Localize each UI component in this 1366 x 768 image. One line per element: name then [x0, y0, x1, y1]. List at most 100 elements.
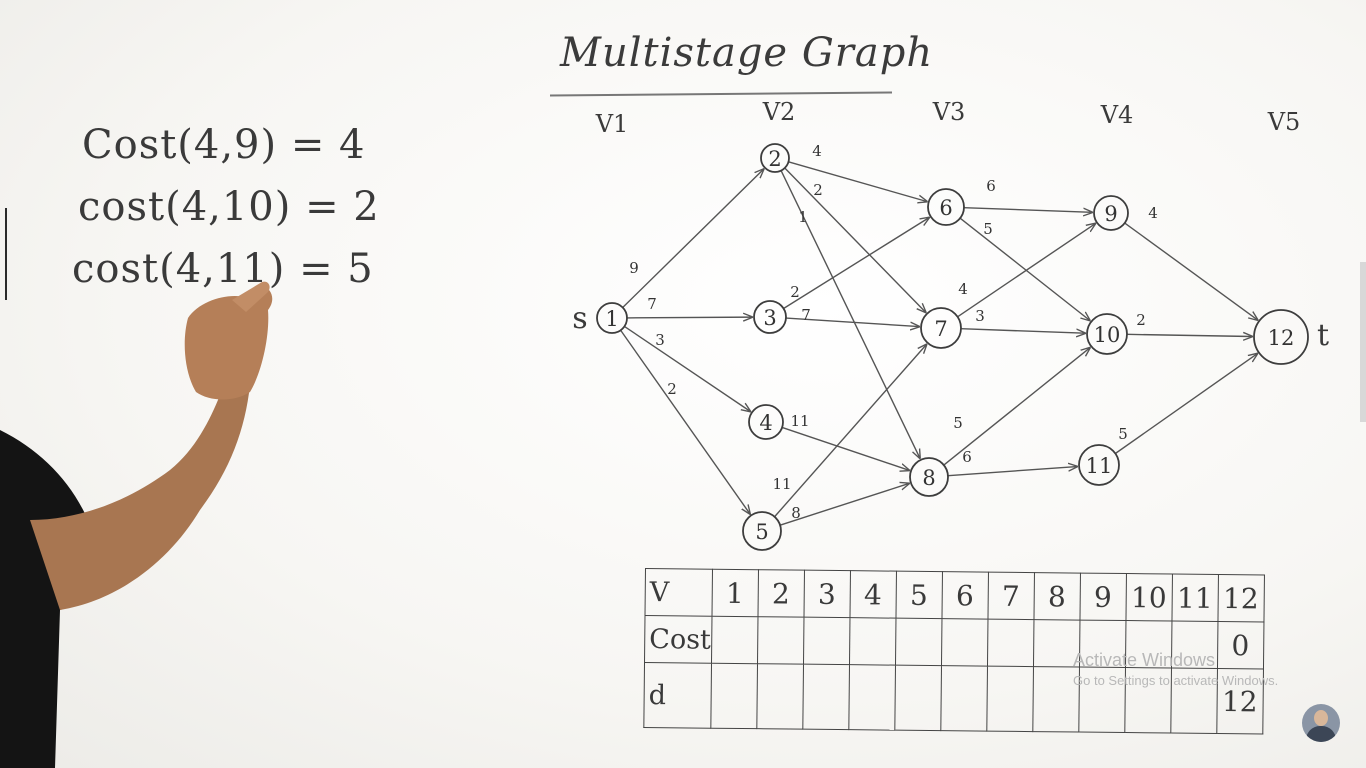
- watermark-subtitle: Go to Settings to activate Windows.: [1073, 673, 1279, 688]
- graph-node: 9: [1093, 195, 1129, 231]
- graph-node: 12: [1253, 309, 1309, 365]
- source-label: s: [572, 301, 587, 336]
- board-edge-mark: [5, 208, 7, 300]
- edge-weight: 6: [986, 177, 996, 195]
- edge-weight: 2: [790, 283, 800, 301]
- edge-line: [957, 224, 1096, 318]
- edge-line: [1126, 334, 1252, 336]
- node-circle: [1093, 195, 1129, 231]
- table-d-cell: [802, 664, 850, 730]
- table-header-cell: 11: [1171, 574, 1219, 622]
- edge-weight: 11: [790, 412, 809, 430]
- edge-weight: 3: [655, 331, 665, 349]
- cost-line: cost(4,11) = 5: [72, 246, 374, 292]
- table-cost-cell: [849, 617, 896, 666]
- node-label: 5: [755, 520, 768, 544]
- table-row-label-d: d: [643, 662, 712, 729]
- page-title: Multistage Graph: [560, 30, 934, 76]
- edge-line: [1114, 354, 1257, 455]
- edge-weight: 5: [983, 220, 993, 238]
- edge-line: [774, 345, 927, 518]
- table-d-cell: [710, 663, 758, 729]
- graph-edge: 6: [947, 448, 1077, 477]
- edge-weight: 4: [1148, 204, 1158, 222]
- edge-weight: 5: [953, 414, 963, 432]
- edge-weight: 11: [772, 475, 791, 493]
- graph-edge: 3: [624, 325, 750, 411]
- graph-node: 2: [760, 143, 790, 173]
- node-circle: [1253, 309, 1309, 365]
- graph-edge: 2: [620, 329, 750, 514]
- edge-weight: 2: [667, 380, 677, 398]
- table-header-cell: 8: [1033, 572, 1081, 621]
- table-header-cell: 5: [895, 571, 943, 619]
- graph-edge: 7: [626, 295, 752, 318]
- graph-edge: 2: [783, 218, 929, 310]
- edge-line: [785, 317, 919, 327]
- stage-label: V5: [1267, 108, 1301, 136]
- table-header-cell: 10: [1125, 573, 1173, 622]
- node-circle: [1078, 444, 1120, 486]
- avatar: [1302, 704, 1340, 742]
- table-d-cell: [894, 665, 942, 731]
- edge-line: [947, 467, 1077, 477]
- cost-line: cost(4,10) = 2: [78, 184, 380, 230]
- node-label: 12: [1268, 326, 1295, 350]
- graph-node: 4: [748, 404, 784, 440]
- table-row-label-cost: Cost: [644, 615, 712, 664]
- edge-weight: 9: [629, 259, 639, 277]
- edge-weight: 7: [801, 306, 811, 324]
- edge-line: [626, 317, 752, 318]
- node-label: 2: [768, 147, 781, 171]
- table-d-cell: [848, 664, 896, 731]
- edge-weight: 7: [647, 295, 657, 313]
- graph-edge: 11: [772, 345, 927, 518]
- edge-weight: 8: [791, 504, 801, 522]
- graph-edge: 4: [957, 224, 1096, 318]
- edge-line: [959, 217, 1090, 320]
- edge-line: [622, 169, 764, 308]
- node-circle: [1086, 313, 1128, 355]
- node-label: 9: [1104, 202, 1117, 226]
- activation-watermark: Activate Windows Go to Settings to activ…: [1073, 650, 1278, 688]
- table-cost-cell: [987, 619, 1034, 667]
- edge-line: [783, 218, 929, 310]
- edge-line: [788, 161, 926, 202]
- stage-label: V1: [595, 110, 629, 138]
- edge-weight: 4: [812, 142, 822, 160]
- graph-node: 7: [920, 307, 962, 349]
- graph-node: 5: [742, 511, 782, 551]
- node-label: 3: [763, 306, 776, 330]
- graph-edge: 4: [1124, 204, 1258, 320]
- graph-edge: 2: [1126, 311, 1252, 337]
- graph-edge: 7: [785, 306, 919, 327]
- edge-weight: 4: [958, 280, 968, 298]
- table-cost-cell: [803, 617, 850, 665]
- edge-line: [1124, 222, 1258, 320]
- edge-line: [779, 483, 909, 526]
- cost-list: Cost(4,9) = 4 cost(4,10) = 2 cost(4,11) …: [72, 122, 380, 308]
- stage-label: V4: [1100, 101, 1134, 129]
- table-cost-cell: [711, 616, 758, 664]
- cost-line: Cost(4,9) = 4: [82, 122, 366, 168]
- node-label: 1: [605, 307, 618, 331]
- graph-edge: 11: [781, 412, 909, 470]
- graph-edge: 5: [1114, 354, 1257, 455]
- node-label: 8: [922, 466, 935, 490]
- graph-edge: 8: [779, 483, 909, 526]
- node-circle: [920, 307, 962, 349]
- watermark-title: Activate Windows: [1073, 650, 1216, 670]
- graph-edge: 6: [963, 177, 1092, 213]
- edge-weight: 3: [975, 307, 985, 325]
- table-header-cell: 9: [1079, 573, 1127, 621]
- edge-line: [960, 328, 1085, 333]
- graph-node: 8: [909, 457, 949, 497]
- stage-label: V3: [932, 98, 966, 126]
- table-header-cell: 4: [849, 570, 897, 619]
- edge-line: [781, 426, 909, 470]
- edge-line: [963, 206, 1092, 213]
- table-d-cell: [986, 666, 1034, 732]
